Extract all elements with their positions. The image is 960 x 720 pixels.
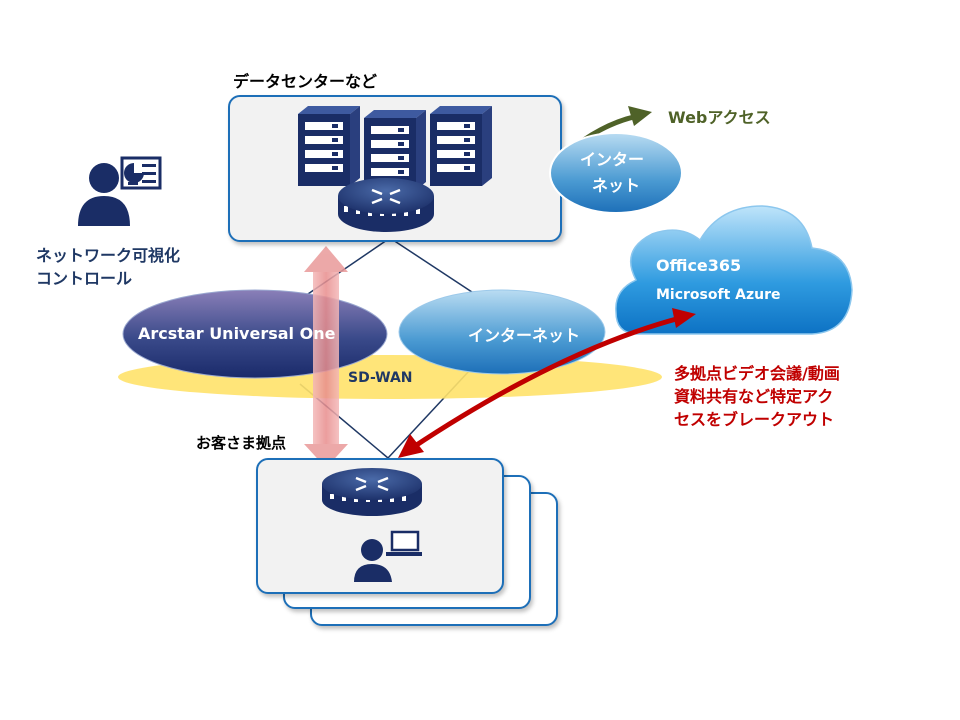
breakout-line3: セスをブレークアウト [674,410,835,429]
internet-mid-label: インターネット [468,326,581,345]
operator-with-dashboard-icon [78,156,162,226]
breakout-line2: 資料共有など特定アク [674,387,834,406]
internet-top-line2: ネット [592,176,641,195]
datacenter-label: データセンターなど [233,72,378,91]
datacenter-box [228,95,562,242]
sdwan-label: SD-WAN [348,370,413,386]
network-visibility-line2: コントロール [36,269,133,288]
internet-mid-ellipse [398,289,606,375]
customer-site-label: お客さま拠点 [196,434,287,452]
breakout-arrow [398,308,696,458]
web-access-label: Webアクセス [668,108,771,127]
internet-top-bubble [549,132,683,214]
arcstar-label: Arcstar Universal One [138,324,336,343]
breakout-line1: 多拠点ビデオ会議/動画 [674,364,840,383]
pink-double-arrow [304,246,348,468]
internet-top-line1: インター [580,150,645,169]
customer-box-front [256,458,504,594]
cloud-shape [615,205,853,335]
network-visibility-line1: ネットワーク可視化 [36,246,181,265]
cloud-line1: Office365 [656,256,742,275]
cloud-line2: Microsoft Azure [656,287,781,303]
